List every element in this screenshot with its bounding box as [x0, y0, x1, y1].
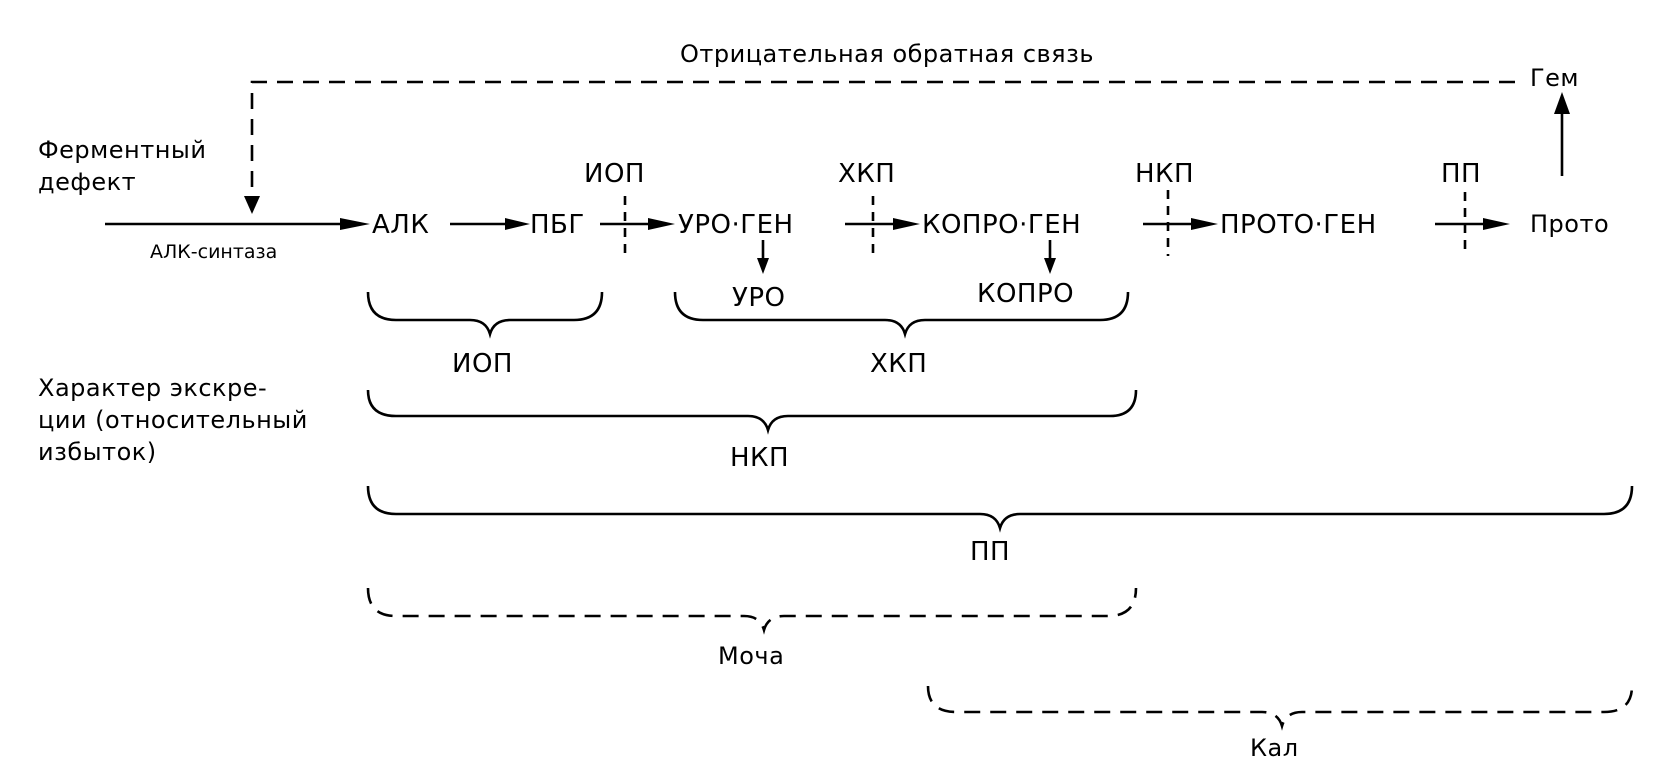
arrowhead-kopro-proto: [1191, 218, 1218, 230]
defect-label-line2: дефект: [38, 168, 136, 196]
brace-iop: [366, 291, 604, 339]
excretion-group-iop: ИОП: [452, 349, 513, 379]
excretion-group-nkp: НКП: [730, 443, 789, 473]
excretion-label-line3: избыток): [38, 438, 157, 466]
block-hkp-label: ХКП: [838, 159, 895, 189]
brace-pp: [366, 485, 1634, 533]
route-feces: Кал: [1250, 734, 1299, 762]
excretion-label-line1: Характер экскре-: [38, 374, 267, 402]
node-pbg: ПБГ: [530, 210, 585, 240]
arrowhead-protogen-proto: [1483, 218, 1510, 230]
node-koprogen: КОПРО·ГЕН: [922, 210, 1081, 240]
excretion-group-hkp: ХКП: [870, 349, 927, 379]
block-nkp-label: НКП: [1135, 159, 1194, 189]
route-urine: Моча: [718, 642, 784, 670]
side-kopro: КОПРО: [977, 279, 1074, 309]
brace-nkp: [366, 389, 1138, 435]
feedback-loop-line: [250, 80, 1515, 200]
arrowhead-urogen-uro: [757, 258, 769, 274]
arrowhead-pbg-uro: [648, 218, 675, 230]
block-iop-label: ИОП: [584, 159, 645, 189]
excretion-label-line2: ции (относительный: [38, 406, 308, 434]
excretion-group-pp: ПП: [970, 537, 1010, 567]
node-protogen: ПРОТО·ГЕН: [1220, 210, 1377, 240]
block-pp-label: ПП: [1441, 159, 1481, 189]
arrowhead-koprogen-kopro: [1044, 258, 1056, 274]
defect-label-line1: Ферментный: [38, 136, 206, 164]
feedback-label: Отрицательная обратная связь: [680, 40, 1094, 68]
heme-label: Гем: [1530, 64, 1579, 92]
node-proto: Прото: [1530, 210, 1609, 238]
arrowhead-uro-kopro: [893, 218, 920, 230]
node-urogen: УРО·ГЕН: [678, 210, 794, 240]
brace-urine: [366, 587, 1138, 635]
feedback-arrowhead: [244, 196, 260, 214]
heme-arrowhead: [1554, 92, 1570, 114]
side-uro: УРО: [732, 283, 786, 313]
synthase-arrowhead: [340, 218, 370, 230]
enzyme-label: АЛК-синтаза: [150, 241, 277, 263]
node-alk: АЛК: [372, 210, 429, 240]
brace-feces: [926, 685, 1634, 731]
brace-hkp: [673, 291, 1130, 339]
arrowhead-alk-pbg: [505, 218, 530, 230]
